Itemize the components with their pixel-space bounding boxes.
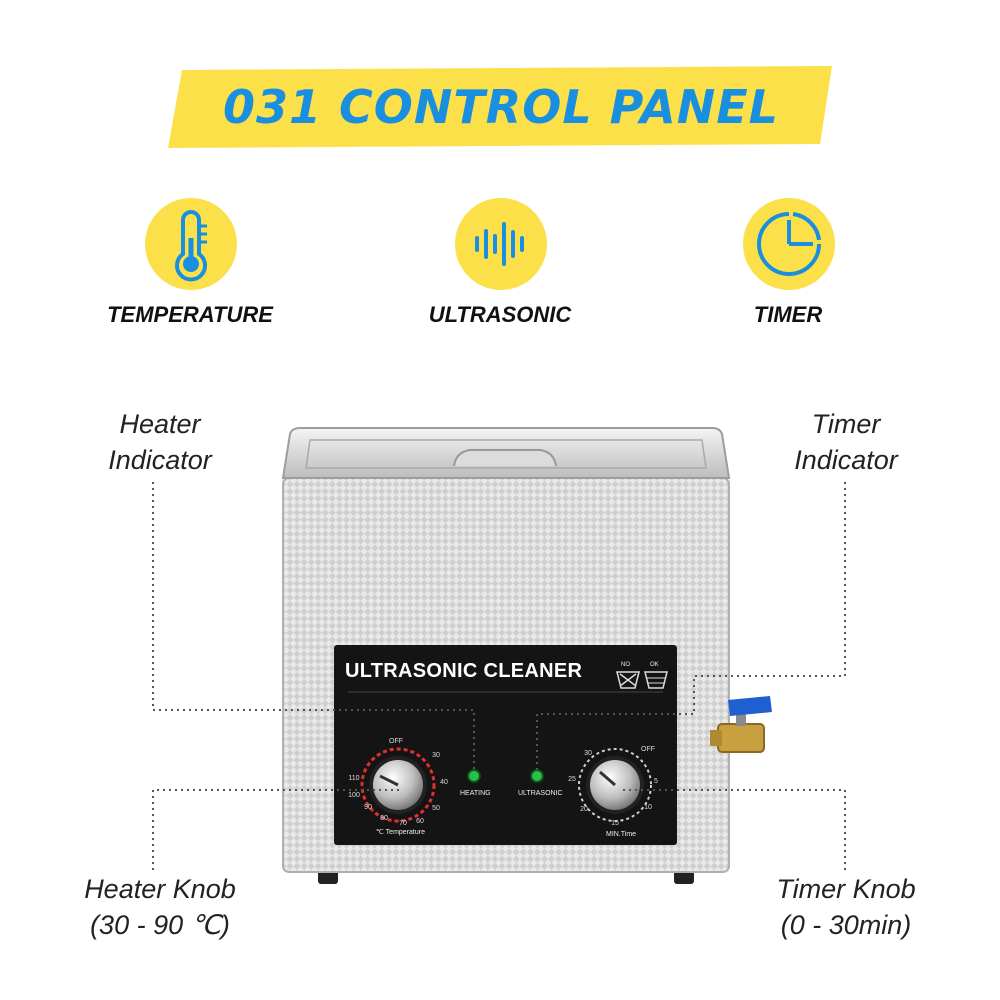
temp-tick-110: 110 [348, 775, 360, 782]
basket-ok-icon [644, 671, 668, 689]
temp-tick-80: 80 [380, 815, 388, 822]
time-tick-off: OFF [641, 746, 655, 753]
temp-tick-100: 100 [348, 792, 360, 799]
temp-tick-off: OFF [389, 738, 403, 745]
feature-label-ultrasonic: ULTRASONIC [428, 302, 572, 327]
thermometer-icon [145, 198, 237, 290]
time-tick-15: 15 [611, 820, 619, 827]
callout-timer-indicator-line2: Indicator [794, 445, 898, 475]
basket-no-label: NO [621, 662, 630, 668]
temp-tick-40: 40 [440, 779, 448, 786]
heater-knob-scale [360, 747, 436, 823]
time-caption: MIN.Time [606, 831, 637, 838]
timer-icon [743, 198, 835, 290]
callout-heater-indicator: Heater Indicator [80, 406, 240, 478]
callout-timer-knob-line2: (0 - 30min) [780, 910, 912, 940]
callout-timer-indicator-line1: Timer [811, 409, 881, 439]
basket-ok-label: OK [650, 662, 659, 668]
heating-label: HEATING [460, 790, 491, 797]
banner-title: 031 CONTROL PANEL [223, 80, 779, 134]
title-banner: 031 CONTROL PANEL [168, 66, 834, 148]
callout-heater-knob-line2: (30 - 90 ℃) [90, 910, 230, 940]
time-tick-10: 10 [644, 804, 652, 811]
feature-timer: TIMER [668, 198, 908, 338]
heating-indicator-light [467, 769, 481, 783]
drain-valve-handle [728, 696, 772, 716]
lid-handle [453, 449, 557, 467]
temp-tick-30: 30 [432, 752, 440, 759]
basket-no-icon [616, 671, 640, 689]
callout-leaders [152, 482, 846, 870]
temp-tick-60: 60 [416, 818, 424, 825]
temp-tick-70: 70 [399, 820, 407, 827]
feature-label-timer: TIMER [753, 302, 823, 327]
callout-heater-indicator-line1: Heater [119, 409, 201, 439]
sound-wave-icon [455, 198, 547, 290]
ultrasonic-indicator-light [530, 769, 544, 783]
temp-tick-90: 90 [364, 804, 372, 811]
panel-title: ULTRASONIC CLEANER [345, 660, 583, 682]
callout-heater-knob: Heater Knob (30 - 90 ℃) [60, 871, 260, 943]
callout-timer-indicator: Timer Indicator [766, 406, 926, 478]
feature-label-temperature: TEMPERATURE [107, 302, 273, 327]
feature-temperature: TEMPERATURE [70, 198, 310, 338]
banner-shape [168, 66, 832, 148]
callout-timer-knob: Timer Knob (0 - 30min) [746, 871, 946, 943]
timer-knob-scale [578, 748, 652, 822]
time-tick-5: 5 [654, 778, 658, 785]
callout-timer-knob-line1: Timer Knob [776, 874, 916, 904]
time-tick-30: 30 [584, 750, 592, 757]
drain-valve-body [717, 723, 765, 753]
temperature-caption: ℃ Temperature [376, 829, 425, 836]
callout-heater-knob-line1: Heater Knob [84, 874, 236, 904]
feature-ultrasonic: ULTRASONIC [380, 198, 620, 338]
time-tick-20: 20 [580, 806, 588, 813]
ultrasonic-label: ULTRASONIC [518, 790, 563, 797]
callout-heater-indicator-line2: Indicator [108, 445, 212, 475]
temp-tick-50: 50 [432, 805, 440, 812]
time-tick-25: 25 [568, 776, 576, 783]
